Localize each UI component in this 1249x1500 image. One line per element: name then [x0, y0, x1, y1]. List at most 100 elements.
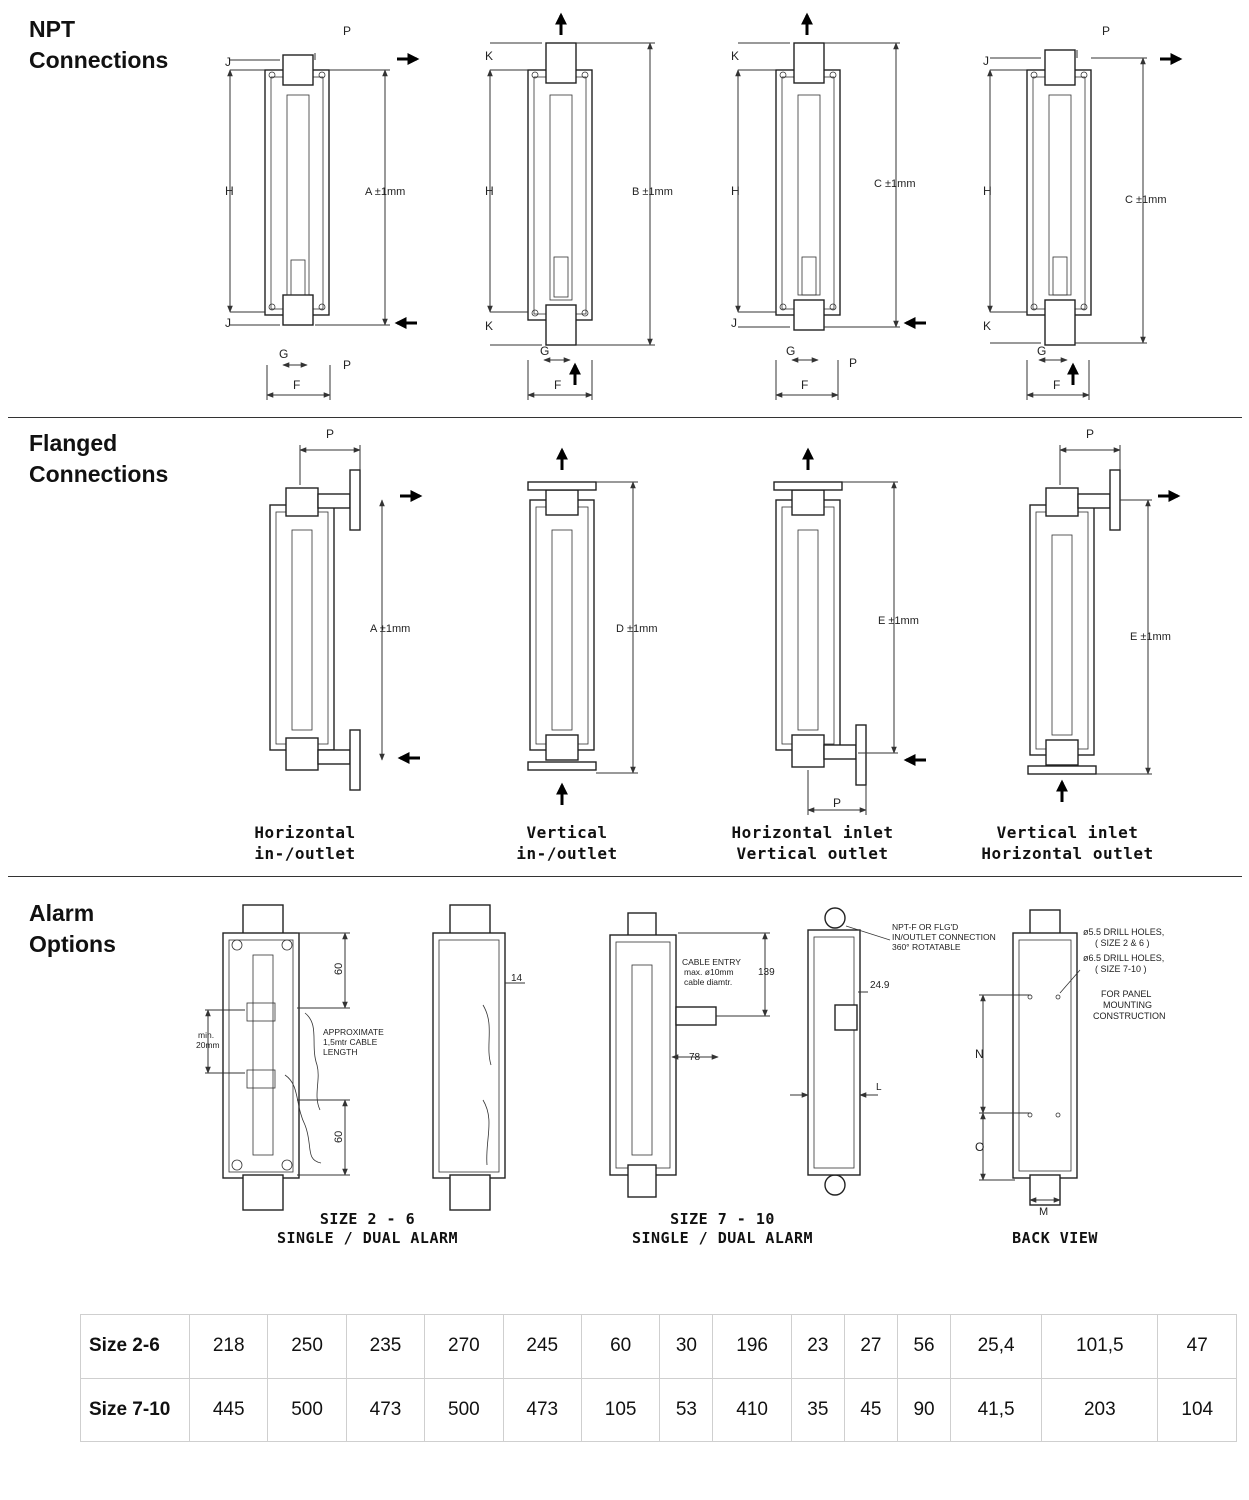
alarm-caption-size-7-10: SIZE 7 - 10 SINGLE / DUAL ALARM [610, 1210, 835, 1248]
caption-line: SIZE 2 - 6 [319, 1210, 416, 1228]
dim-label-a: A ±1mm [365, 186, 405, 198]
dim-label-p: P [849, 356, 857, 370]
meter-frame [1029, 504, 1095, 756]
npt-drawing-horizontal: P J H J A ±1mm G P F [225, 24, 420, 400]
section-title-line: Flanged [29, 430, 118, 456]
dim-label-k: K [485, 49, 493, 63]
table-cell: 245 [502, 1314, 582, 1379]
alarm-drawing-size-7-10-side: NPT-F OR FLG'D IN/OUTLET CONNECTION 360°… [790, 907, 996, 1196]
dim-label-f: F [554, 378, 561, 392]
dim-label-h: H [485, 184, 494, 198]
dim-label-h: H [731, 184, 740, 198]
dim-label-p: P [833, 796, 841, 810]
meter-frame [1026, 69, 1092, 316]
section-title-line: Connections [29, 461, 169, 487]
annotation: ø5.5 DRILL HOLES, [1083, 927, 1164, 937]
meter-frame [269, 504, 335, 751]
table-cell: 473 [502, 1377, 582, 1442]
flanged-caption-2: Vertical in-/outlet [477, 822, 657, 864]
section-divider [8, 876, 1242, 877]
table-cell: 104 [1157, 1377, 1237, 1442]
dim-label-j: J [731, 316, 737, 330]
dim-label-p: P [1086, 427, 1094, 441]
flanged-drawing-vertical-inlet: P E ±1mm [1027, 427, 1181, 802]
table-cell: 101,5 [1041, 1314, 1159, 1379]
dim-label-60: 60 [333, 1131, 345, 1143]
annotation: LENGTH [323, 1047, 357, 1057]
section-title-alarm: Alarm Options [29, 898, 116, 960]
section-title-line: Options [29, 931, 116, 957]
meter-frame [775, 69, 841, 316]
table-cell: 23 [790, 1314, 845, 1379]
dim-label-e: E ±1mm [878, 615, 919, 627]
flanged-caption-3: Horizontal inlet Vertical outlet [710, 822, 915, 864]
table-cell: 30 [659, 1314, 714, 1379]
table-cell: 41,5 [950, 1377, 1043, 1442]
dim-label-o: O [975, 1140, 984, 1154]
table-cell: 445 [188, 1377, 269, 1442]
table-cell: 250 [267, 1314, 347, 1379]
alarm-drawing-size-2-6-side: 14 [432, 904, 525, 1211]
table-cell: 410 [712, 1377, 792, 1442]
alarm-drawing-size-7-10-front: CABLE ENTRY max. ø10mm cable diamtr. 139… [609, 912, 775, 1198]
table-cell: 25,4 [950, 1314, 1043, 1379]
flanged-caption-4: Vertical inlet Horizontal outlet [955, 822, 1180, 864]
dim-label-m: M [1039, 1206, 1048, 1218]
annotation: MOUNTING [1103, 1000, 1152, 1010]
dim-label-k: K [983, 319, 991, 333]
dim-label-p: P [326, 427, 334, 441]
table-cell: 105 [580, 1377, 661, 1442]
table-cell: 218 [188, 1314, 269, 1379]
annotation: IN/OUTLET CONNECTION [892, 932, 996, 942]
dim-label-j: J [225, 316, 231, 330]
dim-label-c: C ±1mm [874, 178, 915, 190]
table-cell: 35 [790, 1377, 845, 1442]
dim-label-g: G [279, 347, 288, 361]
dim-label-l: L [876, 1082, 882, 1093]
annotation: 20mm [196, 1040, 220, 1050]
annotation: FOR PANEL [1101, 989, 1151, 999]
table-row-label: Size 7-10 [80, 1377, 190, 1442]
annotation: min. [198, 1030, 214, 1040]
caption-line: Horizontal inlet [731, 823, 894, 842]
table-row-label: Size 2-6 [80, 1314, 190, 1379]
dim-label-p: P [343, 358, 351, 372]
table-cell: 53 [659, 1377, 714, 1442]
dim-label-h: H [225, 184, 234, 198]
meter-frame [264, 69, 330, 316]
table-cell: 203 [1041, 1377, 1159, 1442]
dim-label-h: H [983, 184, 992, 198]
flanged-drawing-horizontal: P A ±1mm [269, 427, 423, 791]
alarm-caption-back-view: BACK VIEW [990, 1229, 1120, 1248]
annotation: 360° ROTATABLE [892, 942, 961, 952]
alarm-caption-size-2-6: SIZE 2 - 6 SINGLE / DUAL ALARM [255, 1210, 480, 1248]
dim-label-a: A ±1mm [370, 623, 410, 635]
table-cell: 90 [896, 1377, 952, 1442]
npt-drawing-vertical: K H K B ±1mm G F [485, 12, 673, 400]
section-title-line: Alarm [29, 900, 95, 926]
dim-label-139: 139 [758, 967, 775, 978]
annotation: cable diamtr. [684, 977, 732, 987]
dim-label-j: J [983, 54, 989, 68]
table-cell: 473 [345, 1377, 426, 1442]
dim-label-c: C ±1mm [1125, 194, 1166, 206]
dim-label-p: P [1102, 24, 1110, 38]
table-cell: 45 [843, 1377, 898, 1442]
alarm-drawing-back-view: N O M ø5.5 DRILL HOLES, ( SIZE 2 & 6 ) ø… [975, 909, 1166, 1218]
caption-line: in-/outlet [516, 844, 618, 863]
annotation: ø6.5 DRILL HOLES, [1083, 953, 1164, 963]
annotation: max. ø10mm [684, 967, 734, 977]
dim-label-g: G [1037, 344, 1046, 358]
annotation: CABLE ENTRY [682, 957, 741, 967]
dim-label-f: F [293, 378, 300, 392]
flanged-drawing-vertical: D ±1mm [527, 447, 657, 805]
annotation: CONSTRUCTION [1093, 1011, 1166, 1021]
dim-label-g: G [786, 344, 795, 358]
table-cell: 56 [896, 1314, 952, 1379]
section-title-flanged: Flanged Connections [29, 428, 168, 490]
dim-label-f: F [1053, 378, 1060, 392]
table-cell: 270 [424, 1314, 504, 1379]
